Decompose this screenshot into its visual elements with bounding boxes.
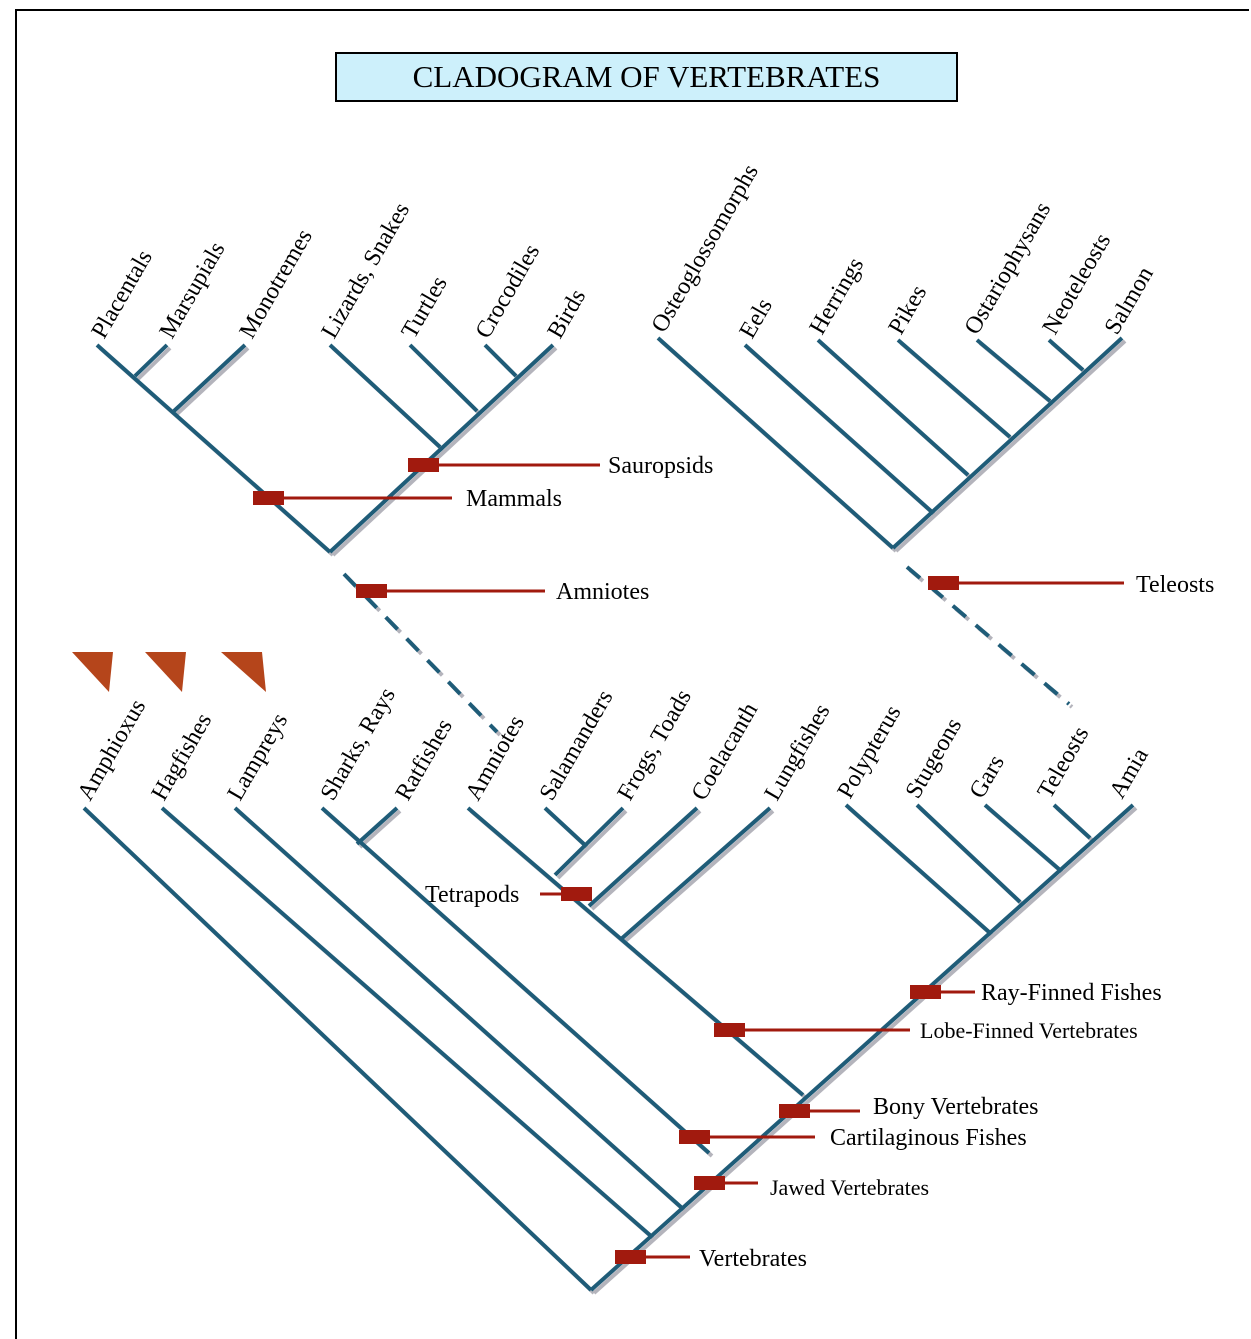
- clade-label: Jawed Vertebrates: [770, 1175, 929, 1200]
- taxon-label: Turtles: [397, 272, 453, 343]
- taxon-label: Crocodiles: [471, 240, 546, 343]
- clade-sauropsids: Sauropsids: [408, 453, 713, 479]
- clade-tetrapods: Tetrapods: [425, 882, 592, 908]
- taxon-label: Hagfishes: [147, 709, 218, 805]
- taxon-label: Monotremes: [235, 225, 318, 343]
- synapomorphy-marker-icon: [679, 1130, 710, 1144]
- clade-label: Ray-Finned Fishes: [981, 980, 1162, 1006]
- taxon-label: Amphioxus: [73, 695, 152, 805]
- taxon-label: Gars: [965, 751, 1010, 803]
- branch-lungfishes: [618, 806, 772, 942]
- clade-label: Tetrapods: [425, 882, 519, 908]
- taxon-label: Lungfishes: [760, 700, 836, 805]
- synapomorphy-marker-icon: [253, 491, 284, 505]
- branch-osteoglossomorphs: [656, 336, 895, 550]
- synapomorphy-marker-icon: [694, 1176, 725, 1190]
- taxon-label: Ratfishes: [391, 715, 458, 805]
- branch-neoteleosts: [1047, 338, 1085, 372]
- clade-vertebrates: Vertebrates: [615, 1246, 807, 1272]
- branch-gars: [983, 803, 1062, 872]
- branch-lampreys: [233, 806, 684, 1210]
- taxon-label: Teleosts: [1033, 722, 1095, 803]
- taxon-label: Salmon: [1100, 262, 1159, 339]
- branch-amniotes: [466, 806, 805, 1097]
- branch-polypterus: [844, 803, 991, 934]
- diagram-frame: [15, 9, 1249, 1339]
- teleost-tree: Osteoglossomorphs Eels Herrings Pikes Os…: [647, 160, 1214, 709]
- branch-coelacanth: [587, 806, 699, 908]
- clade-amniotes: Amniotes: [356, 579, 649, 605]
- clade-cartilaginous-fishes: Cartilaginous Fishes: [679, 1125, 1027, 1151]
- taxon-label: Lizards, Snakes: [317, 198, 416, 343]
- taxon-label: Pikes: [884, 281, 933, 339]
- taxon-label: Sharks, Rays: [316, 683, 401, 805]
- taxon-label: Placentals: [87, 246, 158, 343]
- clade-label: Teleosts: [1136, 572, 1214, 598]
- taxon-label: Marsupials: [155, 238, 231, 343]
- branch-herrings: [816, 338, 970, 477]
- taxon-label: Stugeons: [901, 714, 968, 803]
- vertebrate-tree: Amphioxus Hagfishes Lampreys Sharks, Ray…: [73, 683, 1162, 1295]
- branch-teleosts: [1052, 803, 1092, 840]
- synapomorphy-marker-icon: [779, 1104, 810, 1118]
- taxon-label: Salamanders: [535, 686, 619, 805]
- branch-stugeons: [915, 803, 1022, 904]
- branch-frogs-toads: [553, 806, 625, 877]
- taxon-label: Herrings: [805, 253, 870, 339]
- clade-label: Amniotes: [556, 579, 649, 605]
- taxon-label: Birds: [543, 285, 592, 343]
- clade-jawed-vertebrates: Jawed Vertebrates: [694, 1175, 929, 1200]
- branch-ratfishes: [355, 806, 399, 846]
- branch-salmon: [891, 336, 1124, 550]
- clade-label: Mammals: [466, 486, 562, 512]
- clade-label: Vertebrates: [699, 1246, 807, 1272]
- branch-amphioxus: [82, 806, 593, 1292]
- triangle-flag-icon: [221, 652, 266, 692]
- synapomorphy-marker-icon: [408, 458, 439, 472]
- branch-salamanders: [543, 806, 588, 848]
- branch-marsupials: [133, 343, 169, 378]
- clade-label: Bony Vertebrates: [873, 1094, 1039, 1120]
- synapomorphy-marker-icon: [928, 576, 959, 590]
- branch-pikes: [896, 338, 1012, 439]
- branch-monotremes: [172, 343, 247, 413]
- clade-bony-vertebrates: Bony Vertebrates: [779, 1094, 1039, 1120]
- clade-mammals: Mammals: [253, 486, 562, 512]
- taxon-label: Eels: [735, 294, 778, 343]
- synapomorphy-marker-icon: [356, 584, 387, 598]
- clade-lobe-finned-vertebrates: Lobe-Finned Vertebrates: [714, 1018, 1138, 1043]
- triangle-flag-icon: [72, 652, 113, 692]
- taxon-label: Polypterus: [833, 701, 907, 803]
- branch-eels: [743, 343, 934, 514]
- branch-ostariophysans: [975, 338, 1052, 403]
- triangle-flag-icon: [145, 652, 186, 692]
- diagram-title: CLADOGRAM OF VERTEBRATES: [335, 52, 958, 102]
- clade-label: Lobe-Finned Vertebrates: [920, 1018, 1138, 1043]
- synapomorphy-marker-icon: [561, 887, 592, 901]
- branch-sharks-rays: [320, 806, 711, 1155]
- synapomorphy-marker-icon: [714, 1023, 745, 1037]
- clade-ray-finned-fishes: Ray-Finned Fishes: [910, 980, 1162, 1006]
- clade-label: Cartilaginous Fishes: [830, 1125, 1027, 1151]
- taxon-label: Amniotes: [461, 711, 530, 805]
- branch-turtles: [408, 343, 479, 413]
- synapomorphy-marker-icon: [910, 985, 941, 999]
- synapomorphy-marker-icon: [615, 1250, 646, 1264]
- amniotes-connector: [342, 572, 499, 734]
- branch-placentals: [95, 343, 332, 554]
- branch-amia: [589, 803, 1135, 1292]
- clade-label: Sauropsids: [608, 453, 713, 479]
- clade-teleosts: Teleosts: [928, 572, 1214, 598]
- taxon-label: Amia: [1105, 744, 1154, 803]
- taxon-label: Coelacanth: [687, 699, 763, 805]
- branch-lizards-snakes: [328, 343, 442, 449]
- taxon-label: Frogs, Toads: [613, 685, 697, 805]
- branch-hagfishes: [160, 806, 653, 1238]
- branch-birds: [328, 343, 555, 554]
- taxon-label: Lampreys: [223, 709, 294, 805]
- branch-crocodiles: [483, 343, 518, 378]
